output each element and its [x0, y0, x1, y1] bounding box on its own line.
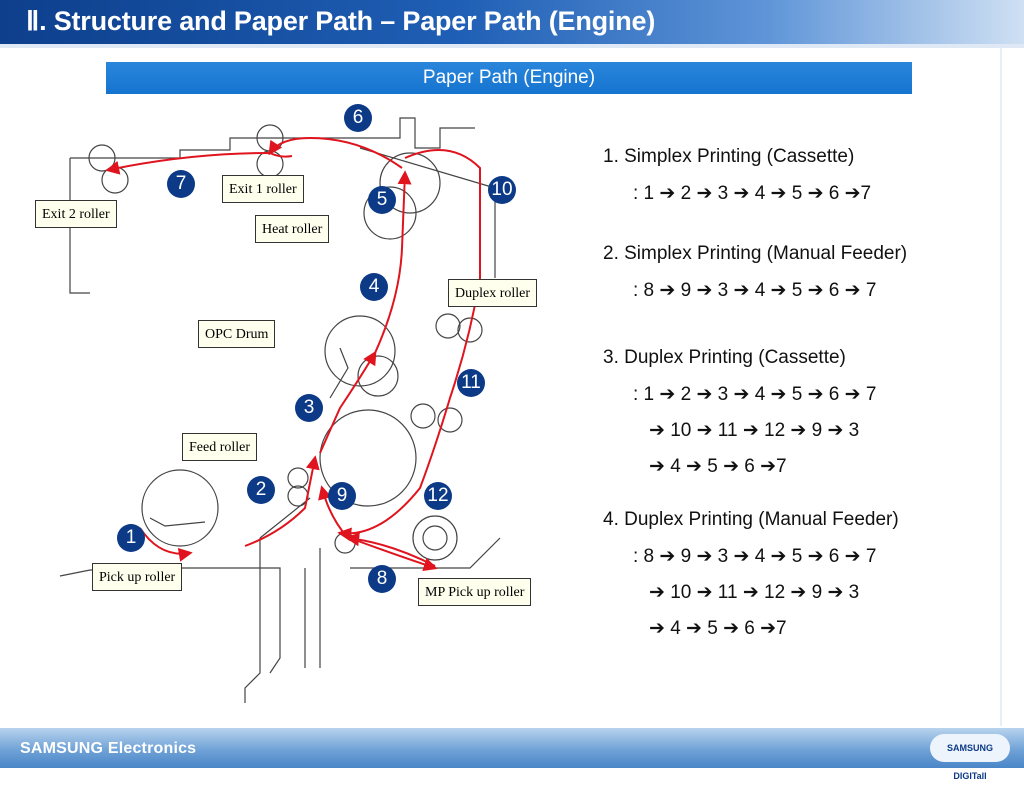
samsung-digitall-logo: SAMSUNG DIGITall: [930, 734, 1010, 781]
paper-path-lines: [105, 136, 481, 572]
marker-10: 10: [488, 176, 516, 204]
marker-6: 6: [344, 104, 372, 132]
machine-outline: [59, 117, 501, 703]
marker-3: 3: [295, 394, 323, 422]
sequence-4-line-3: ➔ 4 ➔ 5 ➔ 6 ➔7: [649, 618, 787, 639]
marker-9: 9: [328, 482, 356, 510]
content-frame-line: [1000, 48, 1002, 726]
label-opc-drum: OPC Drum: [198, 320, 276, 348]
footer-bar: SAMSUNG Electronics SAMSUNG DIGITall: [0, 728, 1024, 781]
sequence-3-line-1: : 1 ➔ 2 ➔ 3 ➔ 4 ➔ 5 ➔ 6 ➔ 7: [633, 384, 877, 405]
footer-brand-text: SAMSUNG Electronics: [20, 740, 197, 757]
sequence-4-line-2: ➔ 10 ➔ 11 ➔ 12 ➔ 9 ➔ 3: [649, 582, 860, 603]
marker-4: 4: [360, 273, 388, 301]
page-title: Ⅱ. Structure and Paper Path – Paper Path…: [26, 6, 656, 36]
marker-1: 1: [117, 524, 145, 552]
header-bar: Ⅱ. Structure and Paper Path – Paper Path…: [0, 0, 1024, 44]
sequence-3-line-3: ➔ 4 ➔ 5 ➔ 6 ➔7: [649, 456, 787, 477]
sequence-4-title: 4. Duplex Printing (Manual Feeder): [603, 509, 899, 530]
label-heat-roller: Heat roller: [255, 215, 330, 243]
sequence-2-title: 2. Simplex Printing (Manual Feeder): [603, 243, 908, 264]
marker-11: 11: [457, 369, 485, 397]
marker-7: 7: [167, 170, 195, 198]
label-feed-roller: Feed roller: [182, 433, 258, 461]
label-pick-up-roller: Pick up roller: [92, 563, 183, 591]
marker-12: 12: [424, 482, 452, 510]
section-subtitle: Paper Path (Engine): [106, 62, 912, 94]
sequence-2-line-1: : 8 ➔ 9 ➔ 3 ➔ 4 ➔ 5 ➔ 6 ➔ 7: [633, 280, 877, 301]
sequence-4-line-1: : 8 ➔ 9 ➔ 3 ➔ 4 ➔ 5 ➔ 6 ➔ 7: [633, 546, 877, 567]
printer-engine-drawing: [59, 117, 501, 703]
label-exit-2-roller: Exit 2 roller: [35, 200, 117, 228]
sequence-3-line-2: ➔ 10 ➔ 11 ➔ 12 ➔ 9 ➔ 3: [649, 420, 860, 441]
paper-path-diagram: Exit 2 roller Exit 1 roller Heat roller …: [30, 98, 590, 718]
label-exit-1-roller: Exit 1 roller: [222, 175, 304, 203]
label-duplex-roller: Duplex roller: [448, 279, 538, 307]
sequence-1-title: 1. Simplex Printing (Cassette): [603, 146, 855, 167]
sequence-3-title: 3. Duplex Printing (Cassette): [603, 347, 846, 368]
marker-5: 5: [368, 186, 396, 214]
sequence-1-line-1: : 1 ➔ 2 ➔ 3 ➔ 4 ➔ 5 ➔ 6 ➔7: [633, 183, 872, 204]
label-mp-pick-up-roller: MP Pick up roller: [418, 578, 532, 606]
marker-8: 8: [368, 565, 396, 593]
marker-2: 2: [247, 476, 275, 504]
header-divider: [0, 44, 1024, 48]
